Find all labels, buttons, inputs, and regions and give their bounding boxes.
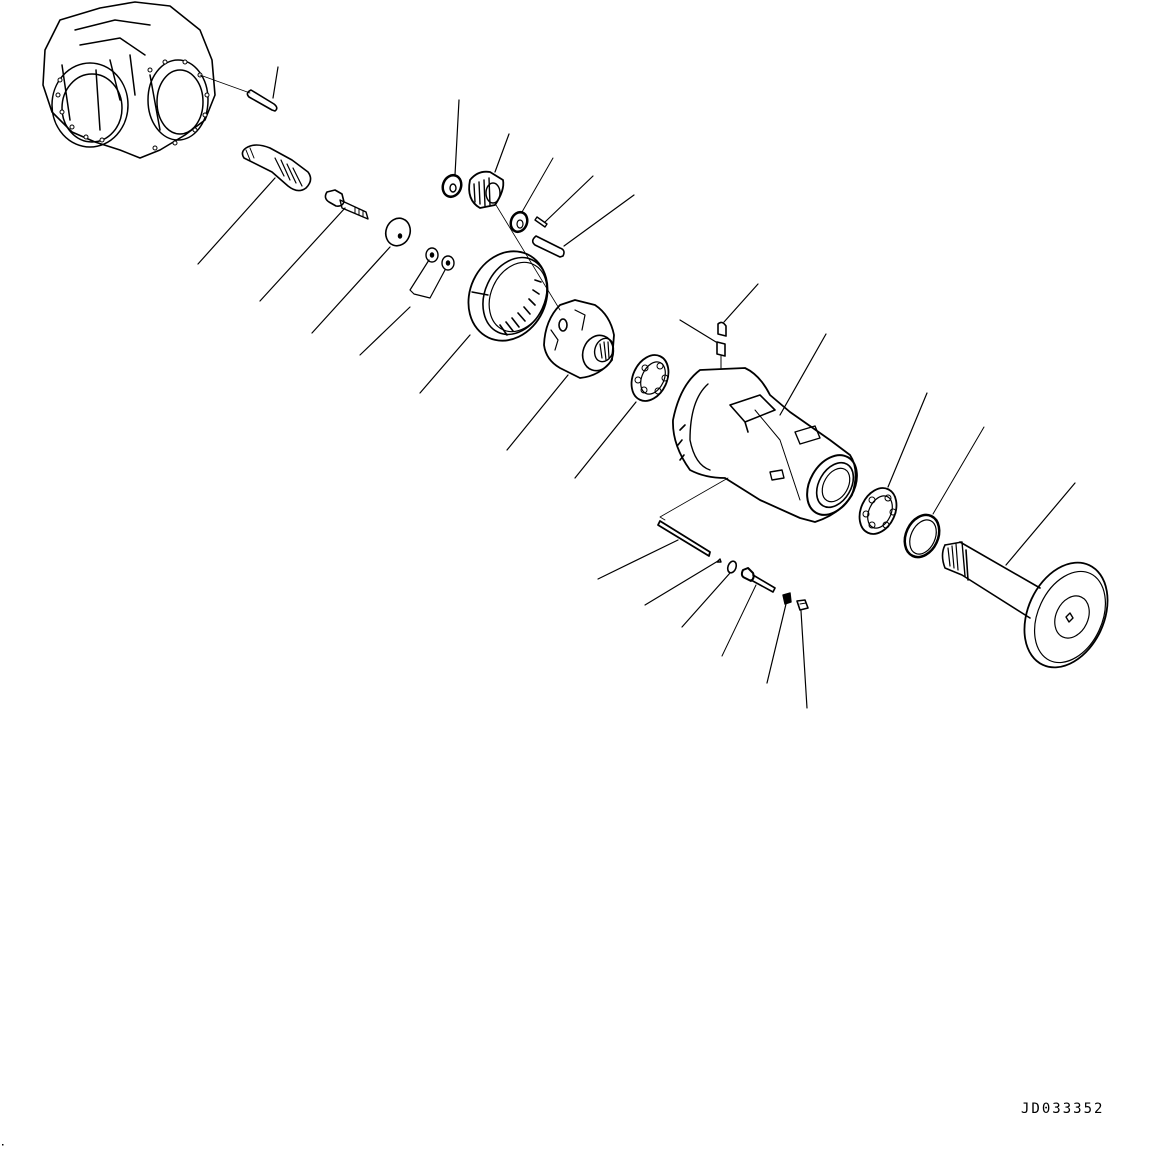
internal-ring-gear: [454, 238, 562, 353]
axle-shaft-with-flange: [943, 542, 1124, 681]
ball-bearing: [852, 482, 903, 540]
o-ring: [726, 560, 738, 574]
oil-seal: [898, 509, 946, 562]
axle-housing: [43, 2, 215, 158]
sleeve: [533, 236, 564, 257]
breather-plug: [718, 322, 726, 336]
planet-gear: [469, 172, 503, 208]
cap-nut: [797, 600, 808, 610]
spacer-ring: [508, 210, 530, 234]
ball-bearing: [624, 349, 675, 407]
axle-case: [673, 368, 867, 524]
planet-carrier: [544, 300, 618, 378]
dowel-pin: [247, 90, 276, 111]
bearing-cone: [440, 173, 464, 200]
long-pin: [658, 521, 710, 556]
lock-pin: [535, 217, 547, 227]
stud-bolt: [742, 568, 775, 592]
splined-shaft: [242, 145, 310, 191]
fitting: [717, 342, 725, 368]
bolt: [325, 190, 368, 219]
washer-pair: [410, 248, 454, 298]
thrust-washer: [382, 215, 414, 250]
cotter-pin: [717, 559, 721, 562]
nut: [783, 593, 791, 604]
drawing-reference-code: JD033352: [1021, 1101, 1105, 1117]
